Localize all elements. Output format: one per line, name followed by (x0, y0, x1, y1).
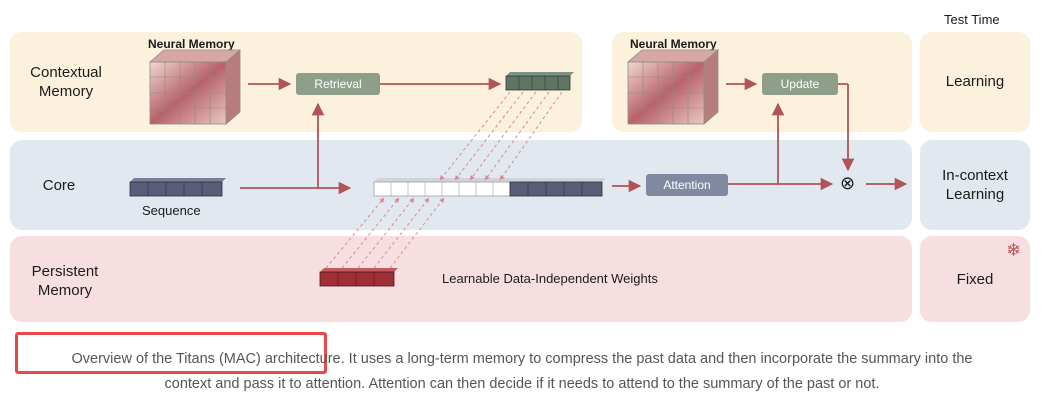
caption-highlight-text: Overview of the Titans (MAC) architectur… (71, 351, 345, 367)
contextual-memory-label: Contextual Memory (14, 63, 118, 101)
retrieved-dashed-connectors (439, 91, 563, 181)
neural-memory-cube-left (148, 49, 242, 125)
persistent-memory-band (10, 236, 912, 322)
combined-context-block (373, 178, 606, 197)
persistent-dashed-connectors (325, 197, 445, 269)
incontext-label-line2: Learning (945, 186, 1005, 203)
weights-label: Learnable Data-Independent Weights (442, 271, 658, 286)
attention-box: Attention (646, 174, 728, 196)
persistent-weights-block (319, 268, 398, 287)
retrieval-box: Retrieval (296, 73, 380, 95)
neural-memory-title-right: Neural Memory (630, 37, 717, 51)
sequence-label: Sequence (142, 203, 201, 218)
retrieved-token-block (505, 72, 574, 91)
persistent-memory-label-line2: Memory (37, 282, 93, 299)
fixed-cell (920, 236, 1030, 322)
incontext-label-line1: In-context (942, 167, 1008, 184)
combine-operator-icon: ⊗ (840, 173, 856, 193)
learning-cell (920, 32, 1030, 132)
caption-line1: Overview of the Titans (MAC) architectur… (0, 347, 1044, 372)
caption-line1-rest: It uses a long-term memory to compress t… (344, 351, 973, 367)
incontext-label: In-context Learning (920, 166, 1030, 204)
architecture-diagram (129, 49, 908, 287)
fixed-label: Fixed (956, 271, 994, 288)
figure-caption: Overview of the Titans (MAC) architectur… (0, 347, 1044, 397)
learning-label: Learning (945, 73, 1005, 90)
persistent-memory-label-line1: Persistent (31, 263, 99, 280)
caption-highlight-box (15, 332, 327, 374)
contextual-memory-label-line2: Memory (38, 83, 94, 100)
persistent-memory-label: Persistent Memory (14, 262, 116, 300)
caption-line2: context and pass it to attention. Attent… (164, 376, 880, 392)
core-label: Core (42, 177, 76, 194)
neural-memory-cube-right (626, 49, 720, 125)
sequence-block (129, 178, 226, 197)
contextual-memory-label-line1: Contextual (30, 64, 102, 81)
neural-memory-title-left: Neural Memory (148, 37, 235, 51)
update-box: Update (762, 73, 838, 95)
incontext-cell (920, 140, 1030, 230)
test-time-header: Test Time (944, 12, 1000, 27)
snowflake-icon: ❄ (1006, 240, 1022, 260)
flow-arrows (240, 77, 908, 195)
